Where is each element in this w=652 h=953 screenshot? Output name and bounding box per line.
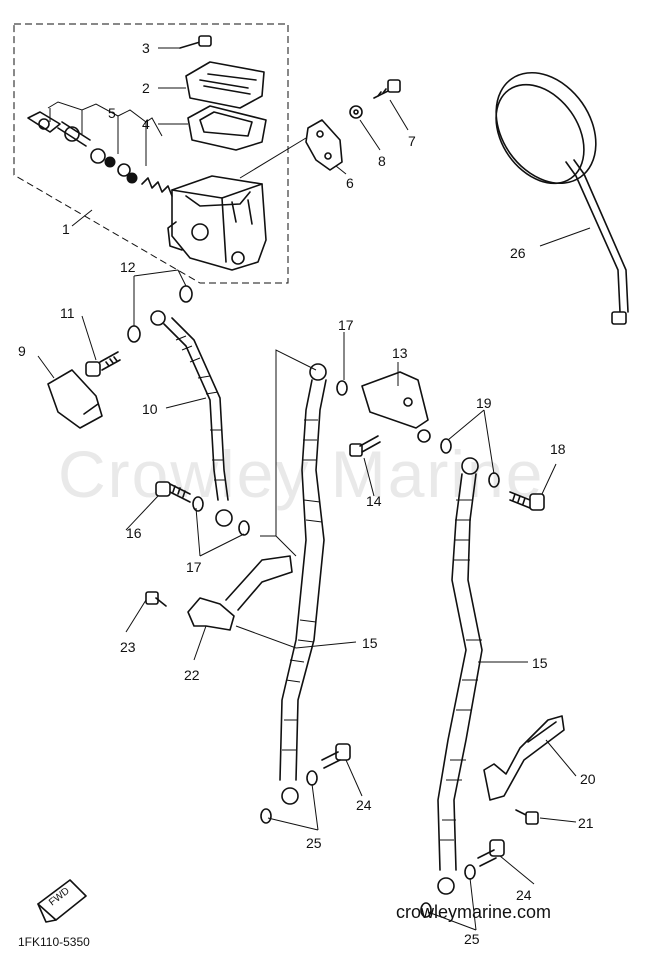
- callout-2: 2: [142, 80, 150, 96]
- union-bolt-24-lower[interactable]: [477, 839, 505, 867]
- diagram-code: 1FK110-5350: [18, 935, 90, 949]
- callout-1: 1: [62, 221, 70, 237]
- diaphragm[interactable]: [187, 105, 267, 151]
- bolt-21[interactable]: [515, 809, 539, 825]
- bracket[interactable]: [305, 119, 343, 171]
- callout-20: 20: [580, 771, 596, 787]
- callout-24-upper: 24: [356, 797, 372, 813]
- bolt-14[interactable]: [349, 435, 381, 457]
- callout-17-lower: 17: [186, 559, 202, 575]
- callout-26: 26: [510, 245, 526, 261]
- callout-16: 16: [126, 525, 142, 541]
- copper-washers-17[interactable]: [192, 380, 348, 536]
- site-url[interactable]: crowleymarine.com: [396, 902, 551, 922]
- callout-17-upper: 17: [338, 317, 354, 333]
- union-bolt-16[interactable]: [155, 481, 191, 503]
- brake-hose-15-right[interactable]: [437, 457, 483, 895]
- leader-lines: [37, 47, 591, 931]
- callout-11: 11: [60, 305, 75, 321]
- callout-18: 18: [550, 441, 566, 457]
- master-cylinder-assembly-boundary: [13, 23, 289, 284]
- brake-hose-15-left[interactable]: [279, 363, 327, 805]
- callout-8: 8: [378, 153, 386, 169]
- callout-14: 14: [366, 493, 382, 509]
- bolt-23[interactable]: [145, 591, 167, 607]
- callout-25-upper: 25: [306, 835, 322, 851]
- callout-5: 5: [108, 105, 116, 121]
- brake-hose-10[interactable]: [150, 310, 233, 527]
- callout-22: 22: [184, 667, 200, 683]
- callout-23: 23: [120, 639, 136, 655]
- hose-clamp-20[interactable]: [483, 715, 565, 801]
- forward-direction-arrow-icon: FWD: [37, 879, 87, 923]
- master-cylinder-body[interactable]: [167, 175, 267, 271]
- copper-washers-25[interactable]: [260, 770, 476, 918]
- callout-3: 3: [142, 40, 150, 56]
- union-bolt-24-upper[interactable]: [321, 743, 351, 769]
- bolt-7[interactable]: [373, 79, 401, 99]
- callout-15-left: 15: [362, 635, 378, 651]
- callout-10: 10: [142, 401, 158, 417]
- reservoir-cap[interactable]: [185, 61, 265, 109]
- piston-kit-parts[interactable]: [27, 101, 173, 197]
- banjo-cover[interactable]: [47, 369, 103, 429]
- forward-arrow-label: FWD: [47, 886, 72, 909]
- callout-6: 6: [346, 175, 354, 191]
- brake-hose-joint-13[interactable]: [361, 371, 431, 443]
- callout-19: 19: [476, 395, 492, 411]
- copper-washers-12[interactable]: [127, 285, 193, 343]
- cap-screw[interactable]: [179, 35, 212, 49]
- callout-12: 12: [120, 259, 136, 275]
- callout-labels: 3 2 4 5 1 6 8 7 12 11 9 10 17 13 14 19 1…: [18, 40, 596, 947]
- rear-view-mirror[interactable]: [476, 54, 629, 325]
- union-bolt-18[interactable]: [509, 491, 545, 511]
- callout-7: 7: [408, 133, 416, 149]
- union-bolt-11[interactable]: [85, 351, 121, 377]
- callout-4: 4: [142, 116, 150, 132]
- callout-24-lower: 24: [516, 887, 532, 903]
- callout-25-lower: 25: [464, 931, 480, 947]
- callout-15-right: 15: [532, 655, 548, 671]
- hose-clamp-22[interactable]: [187, 555, 293, 631]
- callout-13: 13: [392, 345, 408, 361]
- washer-8[interactable]: [349, 105, 363, 119]
- callout-21: 21: [578, 815, 594, 831]
- callout-9: 9: [18, 343, 26, 359]
